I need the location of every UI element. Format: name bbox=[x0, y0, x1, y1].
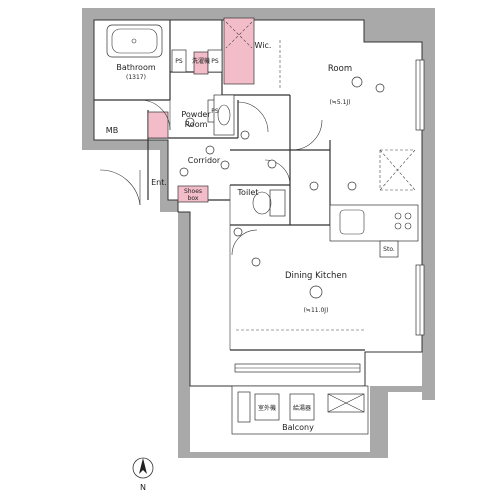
light-fixtures bbox=[179, 76, 385, 299]
wic-label: Wic. bbox=[255, 41, 272, 50]
ps-label-2: PS bbox=[211, 58, 219, 65]
balcony-label: Balcony bbox=[282, 423, 314, 432]
shoes-box-line2: box bbox=[188, 195, 199, 202]
dining-kitchen-size: (≒11.0J) bbox=[304, 307, 329, 314]
dining-kitchen-name: Dining Kitchen bbox=[285, 271, 347, 281]
washer-label: 洗濯機 bbox=[192, 57, 210, 65]
ps-label-3: PS bbox=[211, 108, 219, 115]
exterior-walls bbox=[82, 8, 435, 458]
toilet-fixture bbox=[252, 189, 286, 217]
windows bbox=[234, 59, 425, 373]
shoes-box-line1: Shoes bbox=[184, 188, 202, 195]
corridor-label: Corridor bbox=[188, 156, 221, 165]
storage-label: Sto. bbox=[383, 246, 395, 253]
powder-room-line1: Powder bbox=[181, 110, 211, 119]
bathtub bbox=[106, 24, 163, 58]
north-label: N bbox=[140, 483, 146, 492]
powder-room-line2: Room bbox=[185, 120, 208, 129]
doors bbox=[99, 99, 323, 256]
ps-label-1: PS bbox=[175, 58, 183, 65]
room-size: (≒5.1J) bbox=[329, 99, 350, 106]
bathroom-size: (1317) bbox=[126, 74, 146, 81]
toilet-label: Toilet bbox=[237, 188, 259, 197]
north-arrow bbox=[132, 457, 154, 479]
room-labels: Bathroom (1317) Wic. Room (≒5.1J) Powder… bbox=[106, 41, 395, 492]
water-heater-label: 給湯器 bbox=[293, 404, 311, 412]
wic-shelves bbox=[225, 21, 416, 331]
outdoor-unit-label: 室外機 bbox=[258, 404, 276, 412]
bathroom-name: Bathroom bbox=[116, 63, 156, 72]
room-name: Room bbox=[328, 64, 352, 74]
highlight-areas bbox=[147, 17, 255, 203]
mb-label: MB bbox=[106, 126, 118, 135]
entrance-label: Ent. bbox=[151, 178, 167, 187]
balcony-area bbox=[231, 385, 369, 435]
interior bbox=[93, 19, 423, 387]
kitchen-counter bbox=[329, 204, 419, 258]
washbasin bbox=[213, 94, 235, 136]
